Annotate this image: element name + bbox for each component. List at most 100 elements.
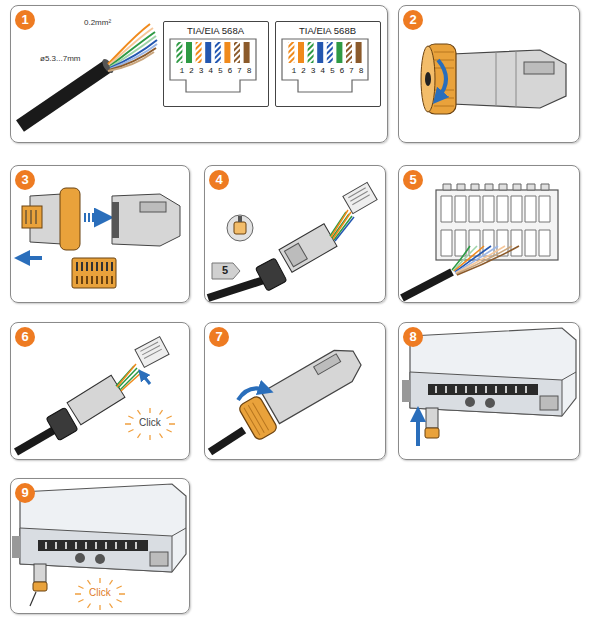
connector-illustration [238,395,279,442]
standard-box: TIA/EIA 568B1 2 3 4 5 6 7 8 [275,21,381,107]
step-number: 8 [403,327,423,347]
assembly-illustration [142,374,150,384]
connector-illustration [452,50,566,108]
assembly-illustration [117,364,142,391]
assembly-illustration [212,263,240,279]
assembly-illustration [335,217,354,241]
disassembly-illustration [140,202,166,212]
step-panel: 3 [10,165,190,303]
assembly-illustration [208,182,377,298]
click-burst [125,408,175,440]
standard-name: TIA/EIA 568A [164,25,268,36]
standard-box: TIA/EIA 568A1 2 3 4 5 6 7 8 [163,21,269,107]
disassembly-illustration [72,258,116,288]
step-number: 9 [15,483,35,503]
click-burst [75,578,125,610]
assembly-illustration [279,224,337,273]
assembly-illustration [227,215,253,241]
connector-illustration [434,52,454,106]
connector-illustration [34,564,46,582]
assembly-illustration [135,337,169,368]
disassembly-illustration [60,188,80,250]
terminal-block-illustration [456,246,505,273]
rj45-jack [234,42,240,63]
click-burst [125,408,175,440]
assembly-illustration [279,224,337,273]
assembly-illustration [238,216,242,222]
step-panel: 6 [10,322,190,460]
connector-illustration [238,388,266,400]
rj45-jack [196,42,202,63]
rj45-jack [327,42,333,63]
connector-illustration [426,408,438,428]
disassembly-illustration [112,194,180,246]
step-panel: 1TIA/EIA 568A1 2 3 4 5 6 7 8TIA/EIA 568B… [10,5,388,143]
assembly-illustration [234,222,246,234]
connector-illustration [438,60,446,98]
connector-illustration [30,592,36,606]
step-number: 3 [15,170,35,190]
inverter-illustration [410,328,576,416]
step-panel: 8 [398,322,580,460]
step-number: 4 [209,170,229,190]
wire-size: 0.2mm² [84,18,111,28]
disassembly-illustration [22,188,180,288]
disassembly-illustration [84,213,86,222]
assembly-illustration [284,243,307,267]
inverter-illustration [402,380,410,402]
rj45-jack [356,42,362,63]
assembly-illustration [16,337,169,452]
disassembly-illustration [22,206,42,228]
inverter-illustration [562,372,576,380]
terminal-block-illustration [436,190,558,260]
connector-illustration [261,342,366,423]
assembly-illustration [67,375,125,425]
connector-illustration [421,44,566,114]
step-panel: 2 [398,5,580,143]
step-number: 2 [403,10,423,30]
connector-illustration [30,564,47,606]
assembly-illustration [208,280,264,298]
click-note: Click [139,417,161,429]
step-number: 6 [15,327,35,347]
inverter-illustration [436,386,526,393]
rj45-jack [317,42,323,63]
terminal-block-illustration [456,246,512,274]
inverter-illustration [12,484,186,572]
rj45-jack [224,42,230,63]
step-number: 1 [15,10,35,30]
step-number: 7 [209,327,229,347]
disassembly-illustration [96,215,104,220]
connector-illustration [33,582,47,591]
rj45-jack [186,42,192,63]
standard-name: TIA/EIA 568B [276,25,380,36]
cable-illustration [110,44,157,69]
inverter-illustration [428,384,538,395]
terminal-block-illustration [457,246,519,275]
step-panel: 4 [204,165,386,303]
connector-illustration [425,428,439,438]
cable-illustration [109,48,156,70]
rj45-jack [176,42,182,63]
connector-illustration [238,395,279,442]
connector-illustration [210,342,366,452]
step-panel: 5 [398,165,580,303]
rj45-jack [205,42,211,63]
inverter-illustration [540,396,558,410]
disassembly-illustration [88,213,90,222]
cable-illustration [20,24,157,126]
connector-illustration [524,62,554,74]
step-panel: 7 [204,322,386,460]
assembly-illustration [16,430,54,452]
disassembly-illustration [26,210,36,224]
connector-illustration [244,403,269,436]
terminal-block-illustration [402,272,452,298]
inverter-illustration [465,397,475,407]
connector-illustration [425,72,431,86]
connector-illustration [314,354,341,375]
assembly-illustration [255,258,287,291]
inverter-illustration [402,328,576,416]
assembly-illustration [135,337,169,368]
